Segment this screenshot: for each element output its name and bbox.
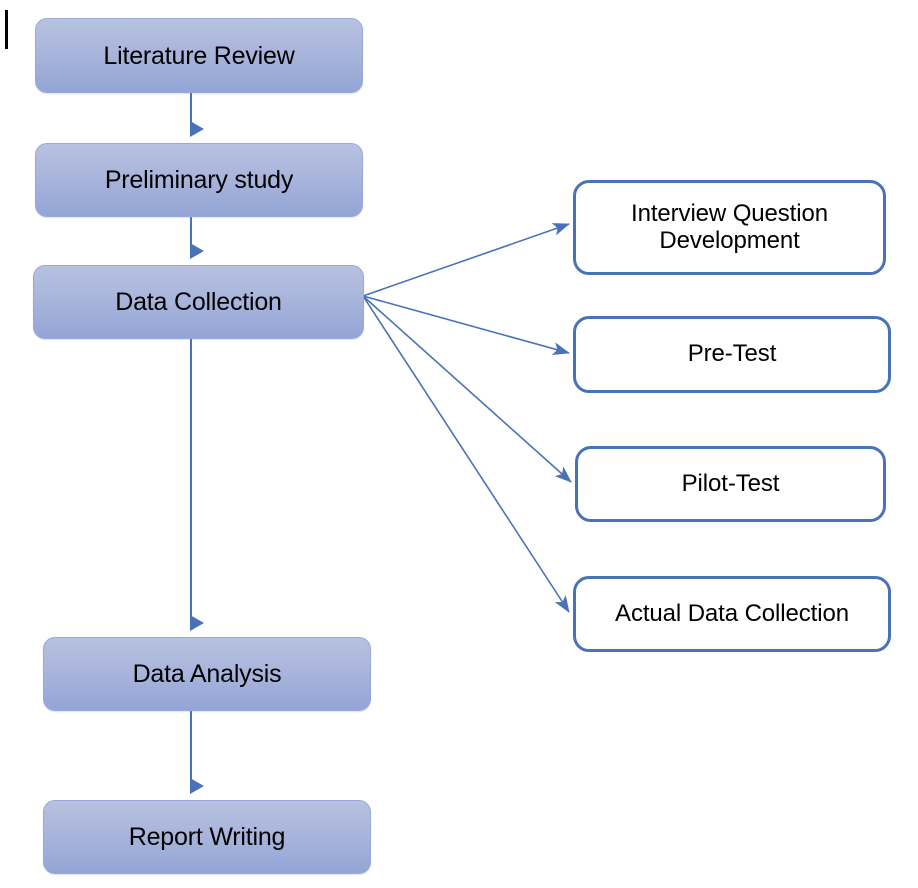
branch-arrows — [362, 223, 572, 613]
node-label-interview-question-development: Interview Question Development — [631, 199, 828, 254]
node-label-pre-test: Pre-Test — [687, 340, 777, 368]
arrow-data-collection-to-interview-question-development — [362, 223, 570, 297]
node-label-literature-review: Literature Review — [103, 41, 295, 70]
node-data-analysis[interactable]: Data Analysis — [43, 637, 371, 711]
arrow-data-collection-to-actual-data-collection — [362, 295, 570, 613]
node-literature-review[interactable]: Literature Review — [35, 18, 363, 93]
arrow-data-collection-to-pre-test — [362, 295, 570, 355]
node-label-actual-data-collection: Actual Data Collection — [615, 599, 849, 627]
node-report-writing[interactable]: Report Writing — [43, 800, 371, 874]
node-label-pilot-test: Pilot-Test — [681, 469, 780, 497]
arrow-data-collection-to-pilot-test — [362, 295, 572, 483]
text-cursor-caret — [5, 10, 8, 49]
node-preliminary-study[interactable]: Preliminary study — [35, 143, 363, 217]
node-pilot-test[interactable]: Pilot-Test — [575, 446, 886, 522]
node-data-collection[interactable]: Data Collection — [33, 265, 364, 339]
node-label-report-writing: Report Writing — [128, 823, 286, 851]
node-actual-data-collection[interactable]: Actual Data Collection — [573, 576, 891, 652]
node-interview-question-development[interactable]: Interview Question Development — [573, 180, 886, 275]
node-label-data-collection: Data Collection — [115, 288, 282, 316]
node-pre-test[interactable]: Pre-Test — [573, 316, 891, 393]
node-label-data-analysis: Data Analysis — [132, 660, 282, 688]
node-label-preliminary-study: Preliminary study — [104, 166, 294, 194]
